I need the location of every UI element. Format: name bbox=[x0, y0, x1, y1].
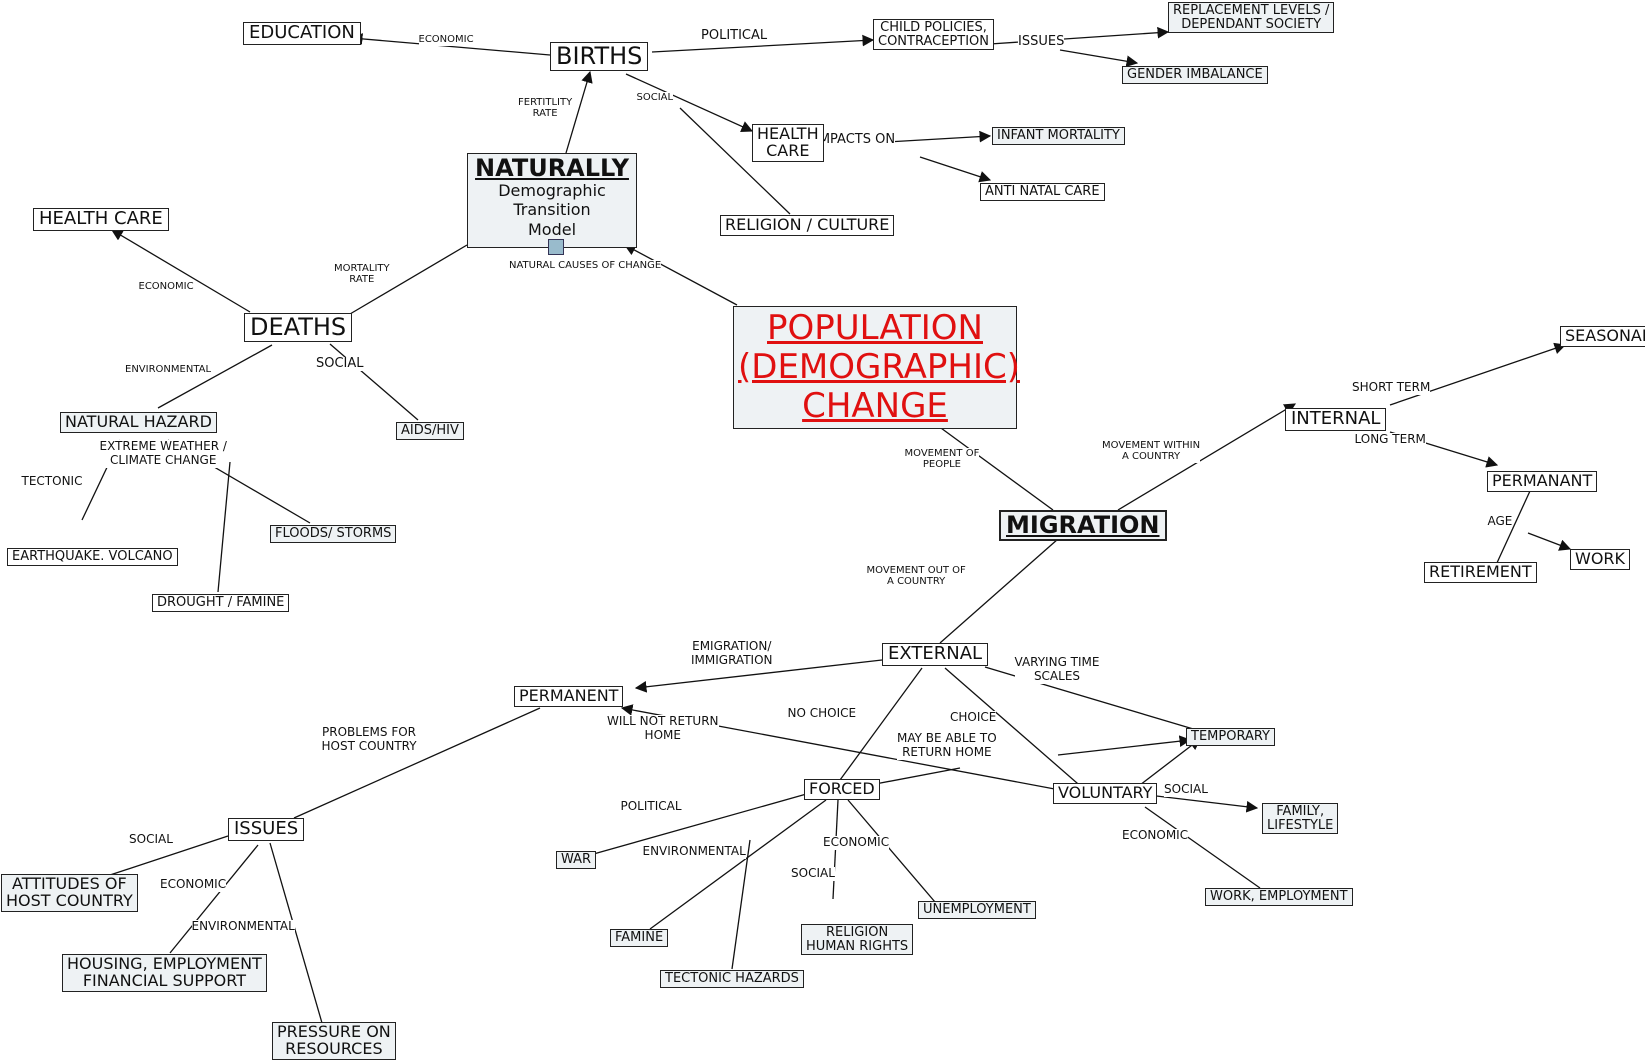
node-war[interactable]: WAR bbox=[556, 851, 597, 869]
node-education[interactable]: EDUCATION bbox=[243, 22, 361, 45]
node-drought-famine[interactable]: DROUGHT / FAMINE bbox=[152, 594, 290, 612]
edge-label-issues-births: ISSUES bbox=[1018, 33, 1065, 50]
edge-label-age: AGE bbox=[1487, 514, 1513, 529]
node-anti-natal-care[interactable]: ANTI NATAL CARE bbox=[980, 183, 1105, 201]
edge-label-long-term: LONG TERM bbox=[1354, 432, 1426, 447]
edge-label-economic-forced: ECONOMIC bbox=[823, 835, 890, 850]
node-pressure-resources[interactable]: PRESSURE ON RESOURCES bbox=[272, 1022, 396, 1060]
node-famine[interactable]: FAMINE bbox=[610, 929, 669, 947]
node-natural-hazard[interactable]: NATURAL HAZARD bbox=[60, 412, 217, 433]
node-family-lifestyle[interactable]: FAMILY, LIFESTYLE bbox=[1262, 803, 1339, 835]
edge-label-social-deaths: SOCIAL bbox=[316, 355, 364, 372]
node-internal[interactable]: INTERNAL bbox=[1285, 408, 1387, 431]
edge-label-economic-issues: ECONOMIC bbox=[160, 877, 227, 892]
node-permanent-external[interactable]: PERMANENT bbox=[514, 686, 624, 707]
node-voluntary[interactable]: VOLUNTARY bbox=[1053, 783, 1158, 804]
node-unemployment[interactable]: UNEMPLOYMENT bbox=[918, 901, 1036, 919]
edge-label-impacts-on: IMPACTS ON bbox=[815, 131, 896, 148]
edge-label-movement-of-people: MOVEMENT OF PEOPLE bbox=[904, 447, 980, 471]
node-births[interactable]: BIRTHS bbox=[550, 42, 649, 72]
edge-label-natural-causes: NATURAL CAUSES OF CHANGE bbox=[509, 260, 662, 272]
edge-label-will-not-return: WILL NOT RETURN HOME bbox=[607, 714, 719, 743]
edge-label-extreme-weather: EXTREME WEATHER / CLIMATE CHANGE bbox=[99, 439, 227, 468]
node-migration[interactable]: MIGRATION bbox=[999, 510, 1167, 542]
image-attachment-icon[interactable] bbox=[548, 238, 564, 255]
node-retirement[interactable]: RETIREMENT bbox=[1424, 562, 1537, 583]
node-births-health-care[interactable]: HEALTH CARE bbox=[752, 124, 824, 162]
naturally-title: NATURALLY bbox=[475, 154, 629, 182]
edge-label-mortality-rate: MORTALITY RATE bbox=[334, 262, 390, 286]
node-work[interactable]: WORK bbox=[1570, 549, 1631, 570]
node-issues[interactable]: ISSUES bbox=[228, 818, 305, 841]
node-floods-storms[interactable]: FLOODS/ STORMS bbox=[270, 525, 397, 543]
edge-label-economic-voluntary: ECONOMIC bbox=[1122, 828, 1189, 843]
node-population-change[interactable]: POPULATION (DEMOGRAPHIC) CHANGE bbox=[733, 306, 1020, 430]
node-naturally[interactable]: NATURALLY Demographic Transition Model bbox=[467, 153, 637, 255]
node-deaths[interactable]: DEATHS bbox=[244, 313, 353, 343]
edge-label-social-births: SOCIAL bbox=[636, 92, 674, 104]
naturally-subtitle: Demographic Transition Model bbox=[498, 181, 606, 239]
edge-label-choice: CHOICE bbox=[950, 710, 997, 725]
edge-label-environmental-issues: ENVIRONMENTAL bbox=[191, 919, 295, 934]
node-gender-imbalance[interactable]: GENDER IMBALANCE bbox=[1122, 66, 1268, 84]
node-work-employment[interactable]: WORK, EMPLOYMENT bbox=[1205, 888, 1353, 906]
node-earthquake-volcano[interactable]: EARTHQUAKE. VOLCANO bbox=[7, 548, 178, 566]
edge-label-environmental-deaths: ENVIRONMENTAL bbox=[125, 364, 212, 376]
node-forced[interactable]: FORCED bbox=[804, 779, 880, 800]
edge-label-movement-out: MOVEMENT OUT OF A COUNTRY bbox=[866, 564, 966, 588]
node-aids-hiv[interactable]: AIDS/HIV bbox=[396, 422, 464, 440]
edge-label-short-term: SHORT TERM bbox=[1352, 380, 1431, 395]
edge-label-problems-host: PROBLEMS FOR HOST COUNTRY bbox=[321, 725, 417, 754]
edge-label-no-choice: NO CHOICE bbox=[787, 706, 857, 721]
node-housing-employment[interactable]: HOUSING, EMPLOYMENT FINANCIAL SUPPORT bbox=[62, 954, 267, 992]
edge-label-environmental-forced: ENVIRONMENTAL bbox=[642, 844, 746, 859]
edge-label-economic-deaths: ECONOMIC bbox=[138, 281, 194, 293]
node-permanant-internal[interactable]: PERMANANT bbox=[1487, 471, 1598, 492]
edge-label-social-voluntary: SOCIAL bbox=[1164, 782, 1208, 797]
node-replacement-levels[interactable]: REPLACEMENT LEVELS / DEPENDANT SOCIETY bbox=[1168, 2, 1335, 34]
edge-label-political-births: POLITICAL bbox=[701, 27, 768, 44]
node-external[interactable]: EXTERNAL bbox=[882, 643, 989, 666]
edge-label-fertility-rate: FERTITLITY RATE bbox=[518, 96, 573, 120]
node-attitudes-host[interactable]: ATTITUDES OF HOST COUNTRY bbox=[1, 874, 138, 912]
edge-label-social-issues: SOCIAL bbox=[129, 832, 173, 847]
node-tectonic-hazards[interactable]: TECTONIC HAZARDS bbox=[660, 970, 804, 988]
node-child-policies[interactable]: CHILD POLICIES, CONTRACEPTION bbox=[873, 19, 995, 51]
node-religion-human-rights[interactable]: RELIGION HUMAN RIGHTS bbox=[801, 924, 914, 956]
node-seasonal[interactable]: SEASONAL bbox=[1560, 326, 1645, 347]
edge-label-emigration: EMIGRATION/ IMMIGRATION bbox=[691, 639, 773, 668]
edge-label-political-forced: POLITICAL bbox=[620, 799, 682, 814]
edge-label-varying-time-scales: VARYING TIME SCALES bbox=[1014, 655, 1100, 684]
edge-label-movement-within: MOVEMENT WITHIN A COUNTRY bbox=[1102, 439, 1201, 463]
edge-label-tectonic: TECTONIC bbox=[21, 474, 83, 489]
edge-label-social-forced: SOCIAL bbox=[791, 866, 835, 881]
node-deaths-health-care[interactable]: HEALTH CARE bbox=[33, 208, 169, 231]
edge-label-economic-births: ECONOMIC bbox=[418, 34, 474, 46]
node-religion-culture[interactable]: RELIGION / CULTURE bbox=[720, 215, 895, 236]
node-temporary[interactable]: TEMPORARY bbox=[1186, 728, 1275, 746]
edge-label-may-return: MAY BE ABLE TO RETURN HOME bbox=[897, 731, 997, 760]
node-infant-mortality[interactable]: INFANT MORTALITY bbox=[992, 127, 1125, 145]
